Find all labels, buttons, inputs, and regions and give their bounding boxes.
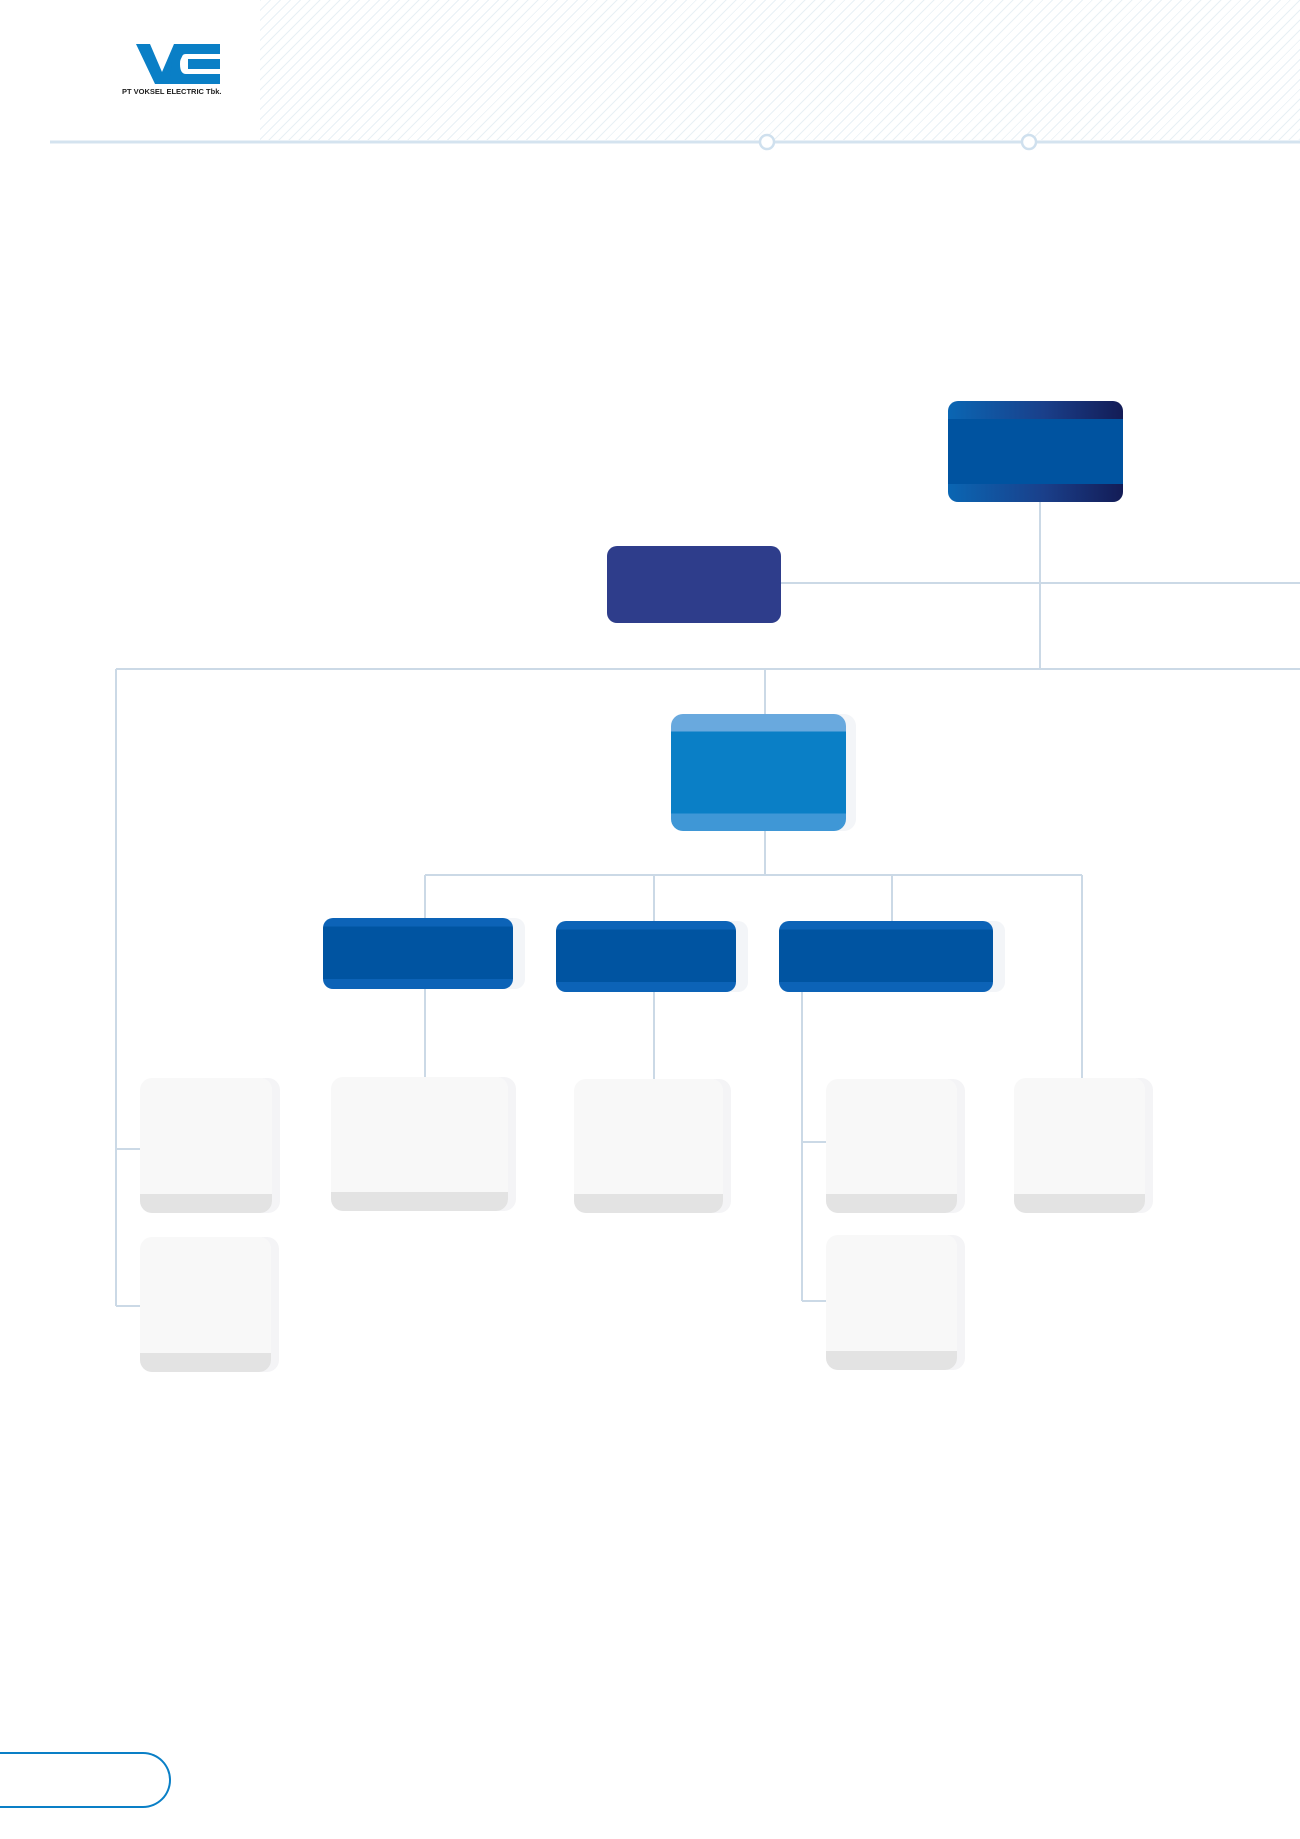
org-unit-division-1 xyxy=(331,1077,508,1211)
org-supervisor-label xyxy=(607,546,781,623)
org-division-1 xyxy=(323,918,513,989)
org-supervisor xyxy=(607,546,781,623)
org-division-3 xyxy=(779,921,993,992)
org-unit-division-3-bottom xyxy=(826,1235,957,1370)
rule-node-icon xyxy=(1020,133,1038,151)
org-unit-label xyxy=(574,1079,723,1213)
org-top-executive xyxy=(948,401,1123,502)
org-unit-division-2 xyxy=(574,1079,723,1213)
org-division-3-label xyxy=(779,921,993,992)
org-unit-right xyxy=(1014,1078,1145,1213)
org-division-1-label xyxy=(323,918,513,989)
org-division-2 xyxy=(556,921,736,992)
company-logo: PT VOKSEL ELECTRIC Tbk. xyxy=(122,44,242,100)
org-main-unit-label xyxy=(671,714,846,831)
org-unit-left-top xyxy=(140,1078,272,1213)
header-rule xyxy=(50,133,1300,151)
header-pattern xyxy=(260,0,1300,140)
rule-node-icon xyxy=(758,133,776,151)
org-unit-label xyxy=(331,1077,508,1211)
logo-text: PT VOKSEL ELECTRIC Tbk. xyxy=(122,87,222,96)
org-unit-label xyxy=(826,1235,957,1370)
org-division-2-label xyxy=(556,921,736,992)
org-unit-label xyxy=(140,1237,271,1372)
org-main-unit xyxy=(671,714,846,831)
voksel-logo-icon xyxy=(136,44,220,84)
org-unit-label xyxy=(826,1079,957,1213)
org-unit-division-3-top xyxy=(826,1079,957,1213)
page-number-badge xyxy=(0,1752,171,1808)
org-top-executive-label xyxy=(948,401,1123,502)
org-unit-label xyxy=(1014,1078,1145,1213)
org-unit-left-bottom xyxy=(140,1237,271,1372)
org-unit-label xyxy=(140,1078,272,1213)
